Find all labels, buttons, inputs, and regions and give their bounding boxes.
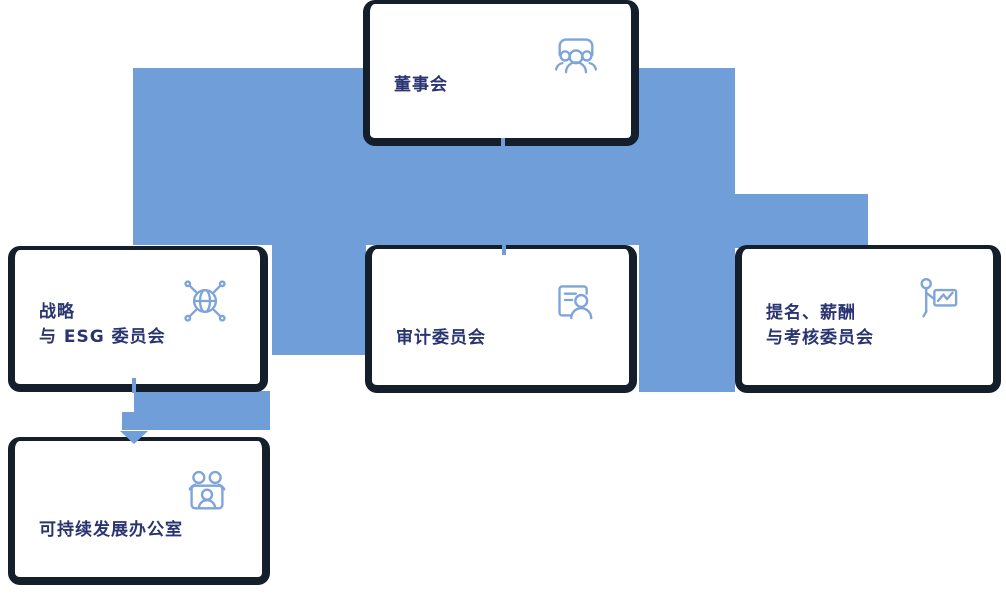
- node-nomination-label: 提名、薪酬 与考核委员会: [766, 303, 874, 348]
- node-audit-label: 审计委员会: [396, 328, 486, 348]
- team-meeting-icon: [178, 463, 236, 521]
- node-board-label: 董事会: [394, 75, 448, 95]
- node-sustainability-office: 可持续发展办公室: [8, 437, 270, 585]
- id-card-icon: [545, 271, 603, 329]
- presenter-chart-icon: [909, 271, 967, 329]
- connector-stem-audit-top: [502, 242, 506, 255]
- globe-network-icon: [176, 272, 234, 330]
- people-group-icon: [547, 26, 605, 84]
- connector-band-below-strategy-step: [122, 412, 136, 430]
- connector-column-right-gap: [639, 245, 735, 392]
- connector-column-left-gap: [272, 245, 366, 355]
- node-strategy-esg-label: 战略 与 ESG 委员会: [39, 302, 166, 347]
- connector-band-below-strategy: [134, 391, 270, 430]
- node-audit: 审计委员会: [365, 245, 637, 393]
- node-board: 董事会: [363, 0, 639, 146]
- node-nomination-remuneration-assessment: 提名、薪酬 与考核委员会: [735, 245, 1001, 393]
- node-sustainability-label: 可持续发展办公室: [39, 520, 183, 540]
- connector-arm-right: [735, 194, 868, 248]
- connector-stem-board-bottom: [501, 138, 505, 154]
- arrow-down-icon: [120, 431, 148, 444]
- connector-stem-strategy-bottom: [132, 378, 136, 393]
- node-strategy-esg: 战略 与 ESG 委员会: [8, 246, 268, 392]
